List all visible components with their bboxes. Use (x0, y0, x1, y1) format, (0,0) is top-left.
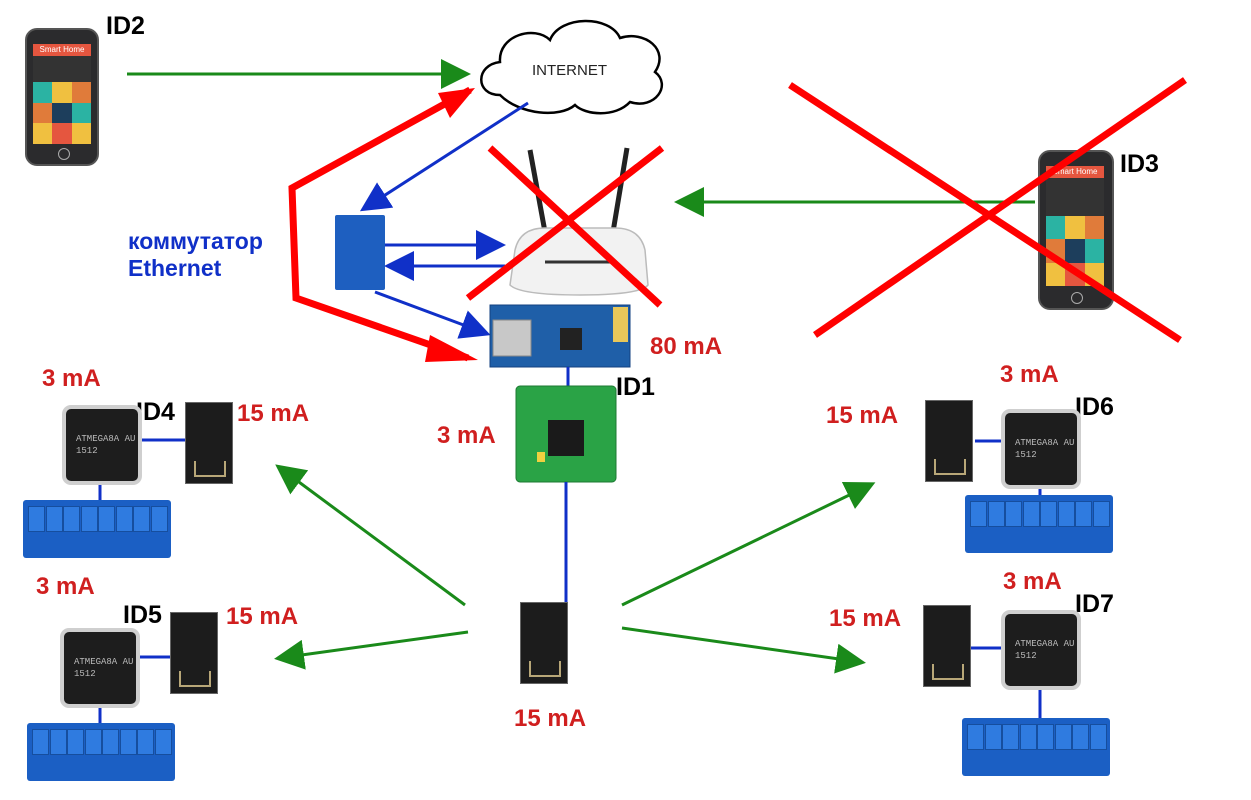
chip-marking: ATMEGA8A AU 1512 (76, 434, 136, 456)
relay-icon (1022, 501, 1040, 527)
relay-icon (63, 506, 80, 532)
relay-icon (1037, 724, 1054, 750)
relay-icon (102, 729, 119, 755)
relay-icon (45, 506, 63, 532)
relay-icon (49, 729, 67, 755)
app-title: Smart Home (33, 44, 91, 56)
relay-icon (1075, 501, 1092, 527)
switch-label-line1: коммутатор (128, 228, 263, 254)
id5-mcu-current: 3 mA (36, 573, 95, 600)
id6-radio-current: 15 mA (826, 402, 899, 429)
id4-relay-board-icon (23, 500, 171, 558)
id5-label: ID5 (123, 601, 162, 629)
relay-icon (1089, 724, 1107, 750)
phone-id2: Smart Home (25, 28, 99, 166)
relay-icon (115, 506, 133, 532)
id7-relay-board-icon (962, 718, 1110, 776)
id5-mcu-chip: ATMEGA8A AU 1512 (64, 632, 136, 704)
wire-switch-to-hub (374, 290, 491, 339)
id7-radio-current: 15 mA (829, 605, 902, 632)
app-title: Smart Home (1046, 166, 1104, 178)
relay-icon (98, 506, 115, 532)
internet-cloud-icon (480, 19, 663, 115)
arrow-hub-to-id5 (274, 630, 469, 670)
mcu-board-icon (515, 385, 617, 483)
arrow-hub-to-id7 (621, 626, 866, 674)
relay-icon (150, 506, 168, 532)
phone-id3: Smart Home (1038, 150, 1114, 310)
arrow-hub-to-id6 (621, 481, 876, 607)
id6-mcu-chip: ATMEGA8A AU 1512 (1005, 413, 1077, 485)
bypass-path (288, 86, 472, 362)
id4-radio-current: 15 mA (237, 400, 310, 427)
id7-label: ID7 (1075, 590, 1114, 618)
power-icon (58, 148, 70, 160)
switch-label: коммутатор Ethernet (128, 228, 263, 282)
relay-icon (984, 724, 1002, 750)
relay-icon (28, 506, 45, 532)
hub-mcu-current: 3 mA (437, 422, 496, 449)
hub-radio-current: 15 mA (514, 705, 587, 732)
id7-mcu-current: 3 mA (1003, 568, 1062, 595)
relay-icon (1002, 724, 1019, 750)
hub-ethernet-current: 80 mA (650, 333, 723, 360)
id1-label: ID1 (616, 373, 655, 401)
chip-marking: ATMEGA8A AU 1512 (1015, 639, 1075, 661)
relay-icon (32, 729, 49, 755)
relay-icon (987, 501, 1005, 527)
relay-icon (1040, 501, 1057, 527)
id2-label: ID2 (106, 12, 145, 40)
relay-icon (133, 506, 150, 532)
id7-mcu-chip: ATMEGA8A AU 1512 (1005, 614, 1077, 686)
chip-marking: ATMEGA8A AU 1512 (74, 657, 134, 679)
hub-radio-icon (520, 602, 568, 684)
power-icon (1071, 292, 1083, 304)
id5-radio-icon (170, 612, 218, 694)
relay-icon (137, 729, 154, 755)
id6-mcu-current: 3 mA (1000, 361, 1059, 388)
id3-label: ID3 (1120, 150, 1159, 178)
arrow-hub-to-id4 (275, 464, 466, 607)
switch-label-line2: Ethernet (128, 255, 222, 281)
ethernet-module-icon (489, 304, 631, 368)
internet-label: INTERNET (532, 62, 607, 79)
relay-icon (1092, 501, 1110, 527)
ethernet-switch-icon (335, 215, 385, 290)
relay-icon (1057, 501, 1075, 527)
relay-icon (1072, 724, 1089, 750)
id6-label: ID6 (1075, 393, 1114, 421)
relay-icon (970, 501, 987, 527)
wire-internet-to-switch (359, 101, 529, 212)
relay-icon (84, 729, 102, 755)
relay-icon (80, 506, 98, 532)
router-icon (509, 147, 649, 296)
relay-icon (67, 729, 84, 755)
id4-mcu-current: 3 mA (42, 365, 101, 392)
id5-radio-current: 15 mA (226, 603, 299, 630)
relay-icon (154, 729, 172, 755)
relay-icon (1005, 501, 1022, 527)
id4-label: ID4 (136, 398, 175, 426)
relay-icon (1054, 724, 1072, 750)
relay-icon (1019, 724, 1037, 750)
id4-radio-icon (185, 402, 233, 484)
chip-marking: ATMEGA8A AU 1512 (1015, 438, 1075, 460)
id6-relay-board-icon (965, 495, 1113, 553)
id4-mcu-chip: ATMEGA8A AU 1512 (66, 409, 138, 481)
id6-radio-icon (925, 400, 973, 482)
id5-relay-board-icon (27, 723, 175, 781)
relay-icon (967, 724, 984, 750)
id7-radio-icon (923, 605, 971, 687)
relay-icon (119, 729, 137, 755)
